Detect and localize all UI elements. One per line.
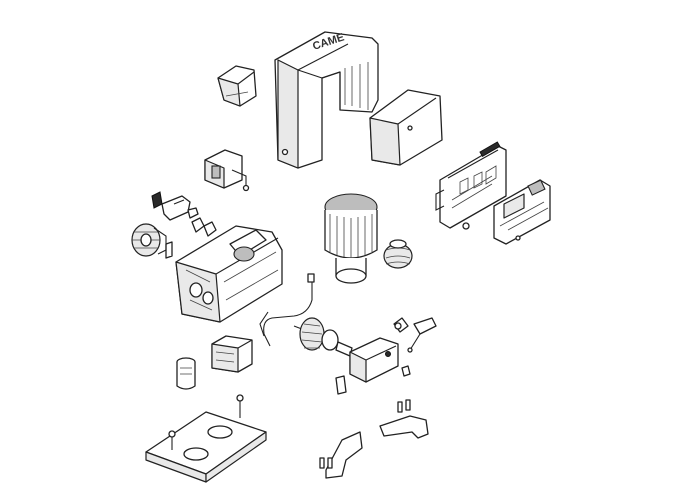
transformer-board-icon (493, 179, 551, 245)
transformer-icon (211, 335, 253, 373)
bracket-icon (204, 149, 250, 192)
control-box-cover-icon (369, 89, 443, 166)
gearbox-housing-icon (175, 225, 283, 323)
worm-gear-icon (383, 239, 413, 269)
motor-cover-icon: CAME (274, 31, 379, 169)
capacitor-icon (176, 357, 196, 390)
release-key-icon (151, 191, 199, 221)
motor-stator-icon (324, 193, 378, 284)
foundation-plate-icon (145, 394, 267, 483)
rotor-icon (293, 317, 353, 357)
rack-cam-left-icon (319, 431, 363, 479)
rack-cam-right-icon (379, 399, 429, 439)
control-board-icon (435, 141, 507, 230)
connector-plugs (165, 217, 217, 259)
cable-harness-icon (259, 273, 315, 347)
drive-pinion-gear-icon (131, 223, 167, 257)
release-handle-cover-icon (217, 65, 257, 107)
limit-switch-cam-icon (393, 317, 437, 353)
limit-switch-icon (335, 337, 411, 395)
